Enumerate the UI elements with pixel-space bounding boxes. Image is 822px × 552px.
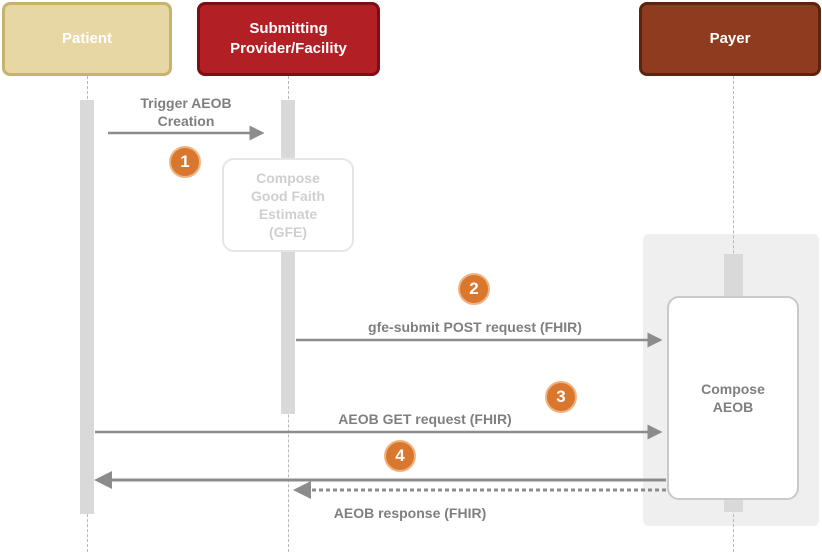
- step-badge-1: 1: [169, 146, 201, 178]
- step-badge-3: 3: [545, 381, 577, 413]
- actor-provider-label: Submitting Provider/Facility: [230, 20, 347, 57]
- step-badge-4: 4: [384, 440, 416, 472]
- patient-activation-bar: [80, 100, 94, 514]
- trigger-label: Trigger AEOB Creation: [140, 95, 232, 129]
- actor-payer: Payer: [639, 2, 821, 76]
- actor-payer-label: Payer: [709, 30, 751, 47]
- compose-gfe-label: Compose Good Faith Estimate (GFE): [251, 170, 325, 240]
- aeob-get-label: AEOB GET request (FHIR): [338, 411, 512, 427]
- compose-aeob-box: Compose AEOB: [667, 296, 799, 500]
- step-badge-2: 2: [458, 273, 490, 305]
- gfe-submit-label: gfe-submit POST request (FHIR): [368, 319, 582, 335]
- actor-provider: Submitting Provider/Facility: [197, 2, 380, 76]
- aeob-response-label: AEOB response (FHIR): [333, 505, 487, 521]
- compose-gfe-box: Compose Good Faith Estimate (GFE): [222, 158, 354, 252]
- compose-aeob-label: Compose AEOB: [701, 381, 765, 415]
- actor-patient: Patient: [2, 2, 172, 76]
- actor-patient-label: Patient: [61, 30, 112, 47]
